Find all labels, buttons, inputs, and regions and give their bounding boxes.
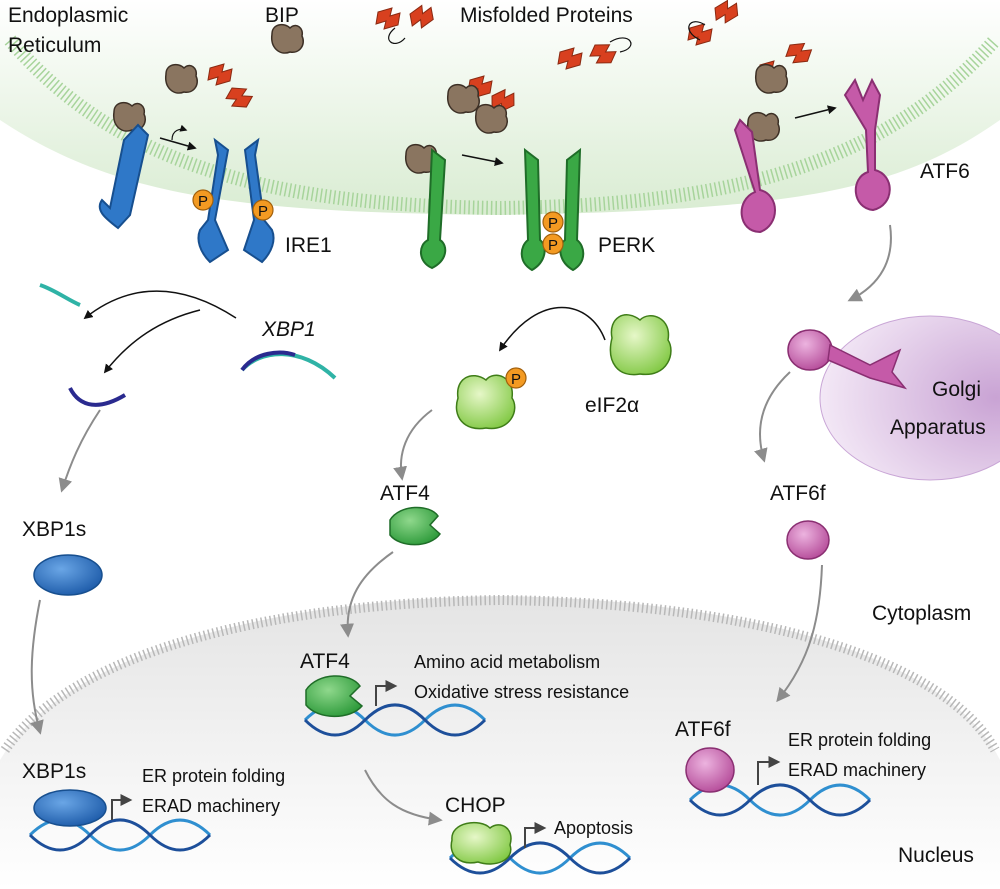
atf4-target-1: Amino acid metabolism	[414, 652, 600, 672]
ire1-phospho-label-1: P	[198, 193, 208, 210]
atf6f-nuc-label: ATF6f	[675, 718, 731, 741]
atf4-cyto-protein	[389, 506, 442, 546]
xbp1s-dna-complex	[28, 789, 212, 852]
atf6f-target-1: ER protein folding	[788, 730, 931, 750]
perk-dimer: P P	[520, 147, 585, 272]
nucleus-membrane	[0, 594, 1000, 889]
xbp1s-cyto-label: XBP1s	[22, 518, 86, 541]
bip-label: BIP	[265, 4, 299, 27]
nucleus-label: Nucleus	[898, 844, 974, 867]
golgi-label-line2: Apparatus	[890, 416, 986, 439]
perk-phospho-label-2: P	[548, 237, 558, 254]
xbp1s-target-2: ERAD machinery	[142, 796, 280, 816]
ire1-dimer: P P	[192, 137, 275, 264]
misfolded-proteins	[207, 0, 813, 114]
xbp1-mrna	[240, 350, 337, 380]
atf6-label: ATF6	[920, 160, 970, 183]
atf4-target-2: Oxidative stress resistance	[414, 682, 629, 702]
golgi-apparatus	[819, 315, 1000, 481]
chop-target-1: Apoptosis	[554, 818, 633, 838]
atf6f-cyto-protein	[786, 520, 830, 560]
ire1-inactive	[98, 123, 150, 230]
atf4-nuc-label: ATF4	[300, 650, 350, 673]
atf6f-cyto-label: ATF6f	[770, 482, 826, 505]
ire1-phospho-label-2: P	[258, 203, 268, 220]
xbp1-intron-fragment	[39, 283, 81, 307]
misfolded-proteins-label: Misfolded Proteins	[460, 4, 633, 27]
eif2a-protein	[609, 314, 672, 376]
xbp1-mrna-label: XBP1	[261, 318, 316, 341]
eif2a-phosphorylated: P	[455, 367, 527, 430]
er-label-line1: Endoplasmic	[8, 4, 128, 27]
atf4-dna-complex	[303, 675, 487, 737]
er-label-line2: Reticulum	[8, 34, 101, 57]
ire1-label: IRE1	[285, 234, 332, 257]
xbp1s-nuc-label: XBP1s	[22, 760, 86, 783]
chop-label: CHOP	[445, 794, 506, 817]
perk-phospho-label-1: P	[548, 215, 558, 232]
atf6-golgi	[787, 329, 908, 390]
atf4-cyto-label: ATF4	[380, 482, 430, 505]
xbp1s-cyto-protein	[33, 554, 103, 596]
xbp1s-target-1: ER protein folding	[142, 766, 285, 786]
perk-label: PERK	[598, 234, 655, 257]
cytoplasm-label: Cytoplasm	[872, 602, 971, 625]
eif2a-label: eIF2α	[585, 394, 639, 417]
atf6f-target-2: ERAD machinery	[788, 760, 926, 780]
chop-dna-complex	[448, 821, 632, 875]
atf6-inactive	[733, 118, 776, 234]
atf6-released	[843, 77, 891, 212]
golgi-label-line1: Golgi	[932, 378, 981, 401]
eif2a-phospho-label: P	[511, 371, 521, 388]
atf6f-dna-complex	[685, 747, 872, 817]
xbp1s-mrna	[68, 387, 127, 407]
perk-inactive	[420, 148, 447, 270]
